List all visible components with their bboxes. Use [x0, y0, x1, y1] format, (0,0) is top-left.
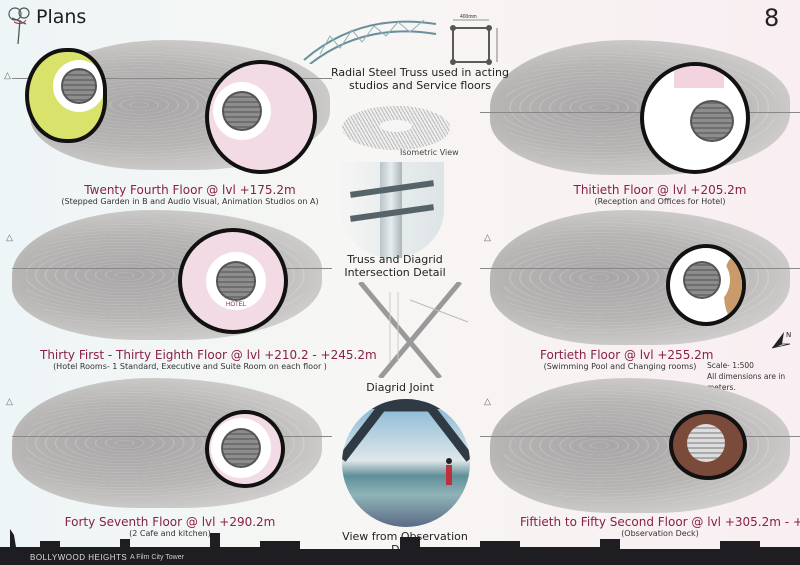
project-name: BOLLYWOOD HEIGHTS: [30, 553, 128, 562]
section-axis-line: [480, 436, 800, 437]
floor-31-38-title: Thirty First - Thirty Eighth Floor @ lvl…: [40, 348, 377, 362]
floor-40-subtitle: (Swimming Pool and Changing rooms): [543, 362, 697, 371]
caption-floor-31-38: Thirty First - Thirty Eighth Floor @ lvl…: [40, 348, 377, 371]
project-tagline: A Film City Tower: [130, 554, 184, 561]
floor-24-title: Twenty Fourth Floor @ lvl +175.2m: [84, 183, 296, 197]
dimension-note: All dimensions are in meters.: [707, 372, 786, 392]
level-marker-icon: △: [4, 70, 11, 80]
city-skyline: [0, 529, 800, 565]
floor-plan-47: [205, 410, 285, 488]
isometric-caption: Isometric View: [400, 148, 459, 157]
isometric-truss-ring: [342, 106, 450, 150]
floor-plan-stepped-garden: [25, 48, 107, 143]
section-axis-line: [12, 78, 332, 79]
caption-floor-30: Thitieth Floor @ lvl +205.2m (Reception …: [540, 183, 780, 206]
section-axis-line: [12, 436, 332, 437]
film-reel-icon: [8, 7, 30, 45]
floor-plan-40: [666, 244, 746, 326]
page-number: 8: [764, 4, 780, 32]
joint-caption: Diagrid Joint: [366, 381, 434, 394]
section-axis-line: [12, 268, 332, 269]
caption-floor-24: Twenty Fourth Floor @ lvl +175.2m (Stepp…: [40, 183, 340, 206]
floor-47-title: Forty Seventh Floor @ lvl +290.2m: [64, 515, 276, 529]
north-arrow-icon: N: [771, 331, 791, 349]
floor-plan-50-52: [669, 410, 747, 480]
floor-47-subtitle: (2 Cafe and kitchen): [129, 529, 211, 538]
truss-caption: Radial Steel Truss used in acting studio…: [331, 66, 509, 92]
truss-width-dimension: 400mm: [460, 14, 477, 20]
floor-50-52-subtitle: (Observation Deck): [621, 529, 699, 538]
caption-floor-47: Forty Seventh Floor @ lvl +290.2m (2 Caf…: [40, 515, 300, 538]
hotel-label: HOTEL: [226, 302, 247, 308]
observation-deck-view-image: [342, 399, 470, 527]
floor-30-title: Thitieth Floor @ lvl +205.2m: [573, 183, 747, 197]
svg-text:N: N: [786, 331, 791, 339]
truss-section-drawing: [450, 19, 498, 65]
level-marker-icon: △: [6, 232, 13, 242]
intersection-caption: Truss and Diagrid Intersection Detail: [344, 253, 446, 279]
floor-31-38-subtitle: (Hotel Rooms- 1 Standard, Executive and …: [53, 362, 327, 371]
floor-plan-30: [640, 62, 750, 174]
diagrid-joint-drawing: [358, 282, 469, 378]
intersection-detail-image: [340, 162, 444, 258]
radial-truss-drawing: [303, 19, 437, 64]
level-marker-icon: △: [484, 396, 491, 406]
floor-plan-31-38: HOTEL: [178, 228, 288, 334]
floor-24-subtitle: (Stepped Garden in B and Audio Visual, A…: [61, 197, 319, 206]
floor-50-52-title: Fiftieth to Fifty Second Floor @ lvl +30…: [520, 515, 800, 529]
caption-floor-50-52: Fiftieth to Fifty Second Floor @ lvl +30…: [520, 515, 800, 538]
caption-floor-40: Fortieth Floor @ lvl +255.2m (Swimming P…: [540, 348, 714, 371]
floor-40-title: Fortieth Floor @ lvl +255.2m: [540, 348, 714, 362]
level-marker-icon: △: [6, 396, 13, 406]
floor-plan-24: [205, 60, 317, 174]
level-marker-icon: △: [484, 232, 491, 242]
page-title: Plans: [36, 6, 87, 28]
section-axis-line: [480, 268, 800, 269]
floor-30-subtitle: (Reception and Offices for Hotel): [594, 197, 726, 206]
scale-label: Scale- 1:500: [707, 361, 754, 370]
scale-note: Scale- 1:500 All dimensions are in meter…: [707, 360, 800, 393]
